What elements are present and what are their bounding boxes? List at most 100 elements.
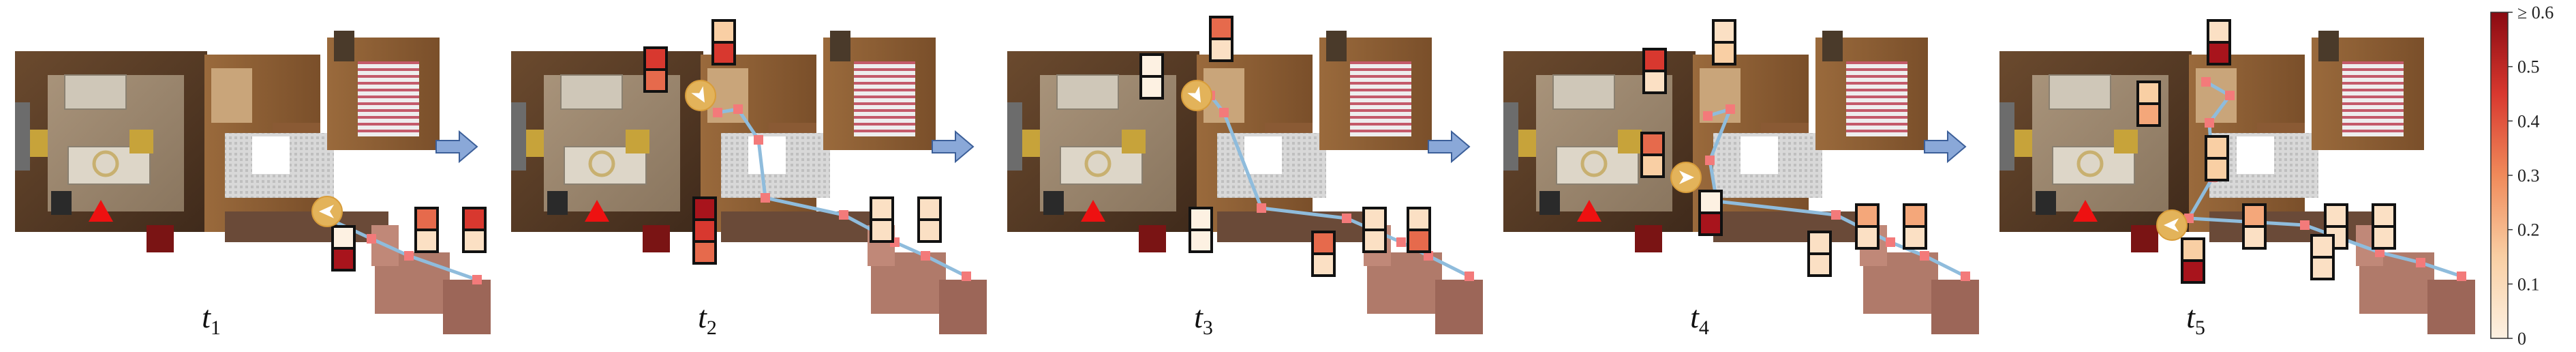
- triangle-icon: [585, 200, 609, 222]
- wall-segment: [1503, 102, 1518, 171]
- path-node: [2375, 248, 2385, 257]
- colorbar-tick-label: 0.4: [2517, 111, 2540, 131]
- wall-segment: [15, 102, 30, 171]
- trajectory-path: [1707, 107, 1967, 278]
- heat-cell: [2310, 234, 2335, 259]
- chair: [2012, 130, 2032, 157]
- heat-cell: [1640, 153, 1665, 178]
- heat-cell: [2372, 203, 2396, 228]
- heat-cell: [1311, 231, 1336, 255]
- path-node: [404, 251, 414, 261]
- path-node: [1342, 214, 1351, 223]
- room-closet: [1435, 280, 1483, 334]
- round-table: [1084, 150, 1111, 177]
- path-node: [713, 108, 722, 117]
- bed: [2342, 61, 2404, 136]
- heat-cell: [2207, 19, 2231, 44]
- heat-cell: [2136, 80, 2161, 105]
- room-hallway: [1217, 211, 1381, 242]
- heat-cell: [711, 41, 736, 65]
- heat-cell: [1903, 203, 1927, 228]
- sofa: [560, 74, 623, 110]
- heat-cell: [1311, 252, 1336, 277]
- heat-cell: [1189, 207, 1213, 231]
- heat-cell: [1642, 48, 1667, 72]
- bed: [358, 61, 419, 136]
- agent-heading-icon: [685, 80, 716, 111]
- colorbar-tick-label: 0.3: [2517, 166, 2540, 186]
- room-hallway: [1713, 211, 1877, 242]
- heat-cell: [1139, 75, 1164, 100]
- door: [211, 68, 252, 123]
- heat-cell: [2242, 225, 2267, 250]
- sink: [2237, 136, 2274, 174]
- path-node: [1726, 104, 1735, 114]
- trajectory-path: [717, 107, 968, 278]
- path-node: [1219, 108, 1229, 117]
- heat-cell: [2324, 203, 2348, 228]
- chair: [1516, 130, 1536, 157]
- speaker: [51, 191, 72, 215]
- room-closet: [2427, 280, 2475, 334]
- bed: [1350, 61, 1411, 136]
- path-node: [1257, 203, 1266, 213]
- sofa: [1552, 74, 1615, 110]
- colorbar-tick-label: ≥ 0.6: [2517, 3, 2554, 23]
- heat-cell: [1807, 252, 1832, 277]
- heat-cell: [331, 225, 356, 250]
- colorbar-tick-label: 0.2: [2517, 220, 2540, 240]
- wall-segment: [1007, 102, 1022, 171]
- wardrobe: [2318, 31, 2339, 61]
- room-closet: [443, 280, 491, 334]
- right-arrow-icon: [932, 130, 975, 164]
- path-node: [839, 210, 848, 220]
- heat-cell: [2207, 41, 2231, 65]
- heat-cell: [1189, 229, 1213, 253]
- chair: [1019, 130, 1040, 157]
- panel-2: t2: [511, 19, 987, 339]
- chair: [129, 130, 153, 153]
- round-table: [1580, 150, 1608, 177]
- speaker: [2036, 191, 2056, 215]
- heat-cell: [643, 68, 668, 93]
- path-node: [1465, 272, 1474, 281]
- bed: [854, 61, 915, 136]
- path-node: [367, 234, 376, 244]
- box: [2131, 225, 2158, 252]
- speaker: [1539, 191, 1560, 215]
- room-closet: [1931, 280, 1979, 334]
- sofa: [1056, 74, 1119, 110]
- heat-cell: [692, 240, 717, 265]
- sink: [1244, 136, 1282, 174]
- path-node: [1886, 237, 1895, 247]
- heat-cell: [462, 229, 487, 253]
- bed: [1846, 61, 1907, 136]
- heat-cell: [870, 218, 894, 243]
- chair: [27, 130, 48, 157]
- time-label: t2: [698, 299, 717, 339]
- agent-heading-icon: [2156, 209, 2188, 241]
- time-label: t3: [1194, 299, 1213, 339]
- path-node: [761, 193, 770, 203]
- heat-cell: [2136, 102, 2161, 127]
- panel-5: t5: [1999, 19, 2475, 339]
- panel-3: t3: [1007, 16, 1483, 339]
- agent-heading-icon: [1181, 80, 1212, 111]
- chair: [523, 130, 544, 157]
- heat-cell: [692, 196, 717, 221]
- path-node: [2201, 77, 2211, 87]
- sink: [252, 136, 290, 174]
- heat-cell: [1407, 207, 1431, 231]
- sofa: [2049, 74, 2111, 110]
- heat-cell: [1807, 231, 1832, 255]
- heat-cell: [462, 207, 487, 231]
- round-table: [2076, 150, 2104, 177]
- wardrobe: [1326, 31, 1347, 61]
- sink: [1741, 136, 1778, 174]
- time-label: t1: [202, 299, 221, 339]
- path-node: [1961, 272, 1970, 281]
- agent-heading-icon: [311, 196, 343, 227]
- right-arrow-icon: [1924, 130, 1967, 164]
- heat-cell: [1362, 207, 1387, 231]
